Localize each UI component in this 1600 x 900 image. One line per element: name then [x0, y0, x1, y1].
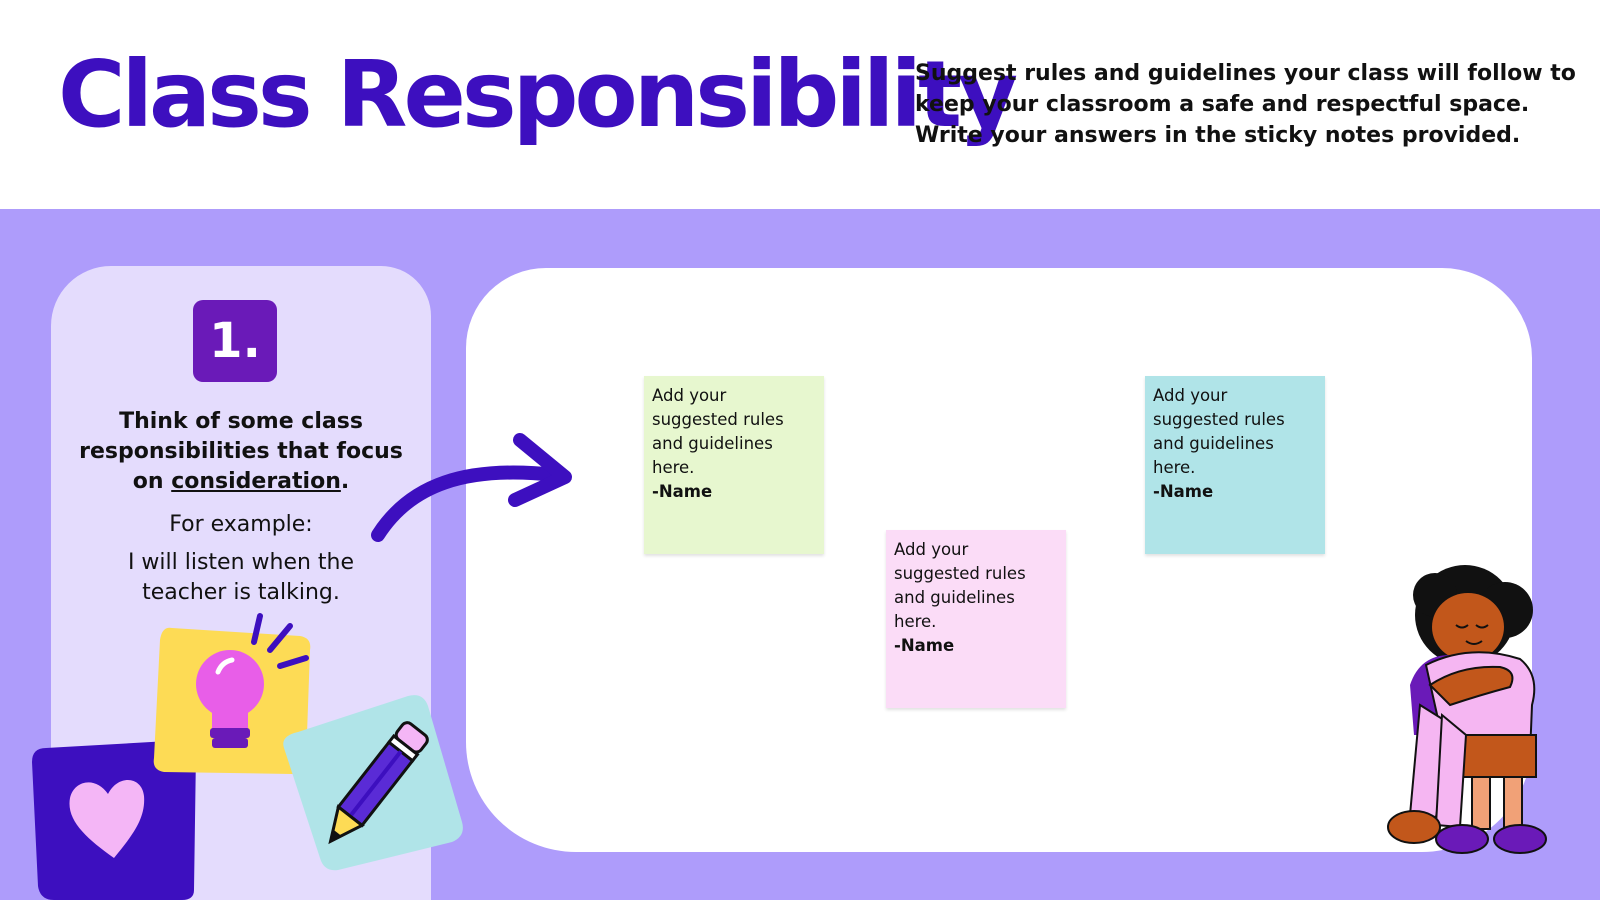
prompt-text: Think of some class responsibilities tha… — [79, 409, 403, 494]
lightbulb-icon — [153, 613, 311, 774]
step-prompt: Think of some class responsibilities tha… — [76, 407, 406, 497]
sticky-note-name[interactable]: -Name — [894, 636, 955, 655]
page-title: Class Responsibility — [58, 41, 1018, 148]
instructions-text: Suggest rules and guidelines your class … — [915, 61, 1576, 148]
prompt-end: . — [340, 469, 350, 494]
sticky-note-text[interactable]: Add your suggested rules and guidelines … — [894, 540, 1026, 631]
arrow-right-icon — [371, 433, 572, 542]
pencil-icon — [283, 695, 463, 871]
sticky-note[interactable]: Add your suggested rules and guidelines … — [1145, 376, 1325, 554]
example-label: For example: — [169, 512, 313, 537]
sticky-note[interactable]: Add your suggested rules and guidelines … — [886, 530, 1066, 708]
sticky-note-name[interactable]: -Name — [1153, 482, 1214, 501]
example-text: I will listen when the teacher is talkin… — [127, 550, 355, 605]
heart-icon — [32, 740, 196, 900]
sticky-note-text[interactable]: Add your suggested rules and guidelines … — [1153, 386, 1285, 477]
prompt-keyword: consideration — [171, 469, 341, 494]
step-number-badge: 1. — [193, 300, 277, 382]
sticky-note-text[interactable]: Add your suggested rules and guidelines … — [652, 386, 784, 477]
hugging-kids-illustration — [1387, 565, 1547, 854]
sticky-note[interactable]: Add your suggested rules and guidelines … — [644, 376, 824, 554]
sticky-note-name[interactable]: -Name — [652, 482, 713, 501]
